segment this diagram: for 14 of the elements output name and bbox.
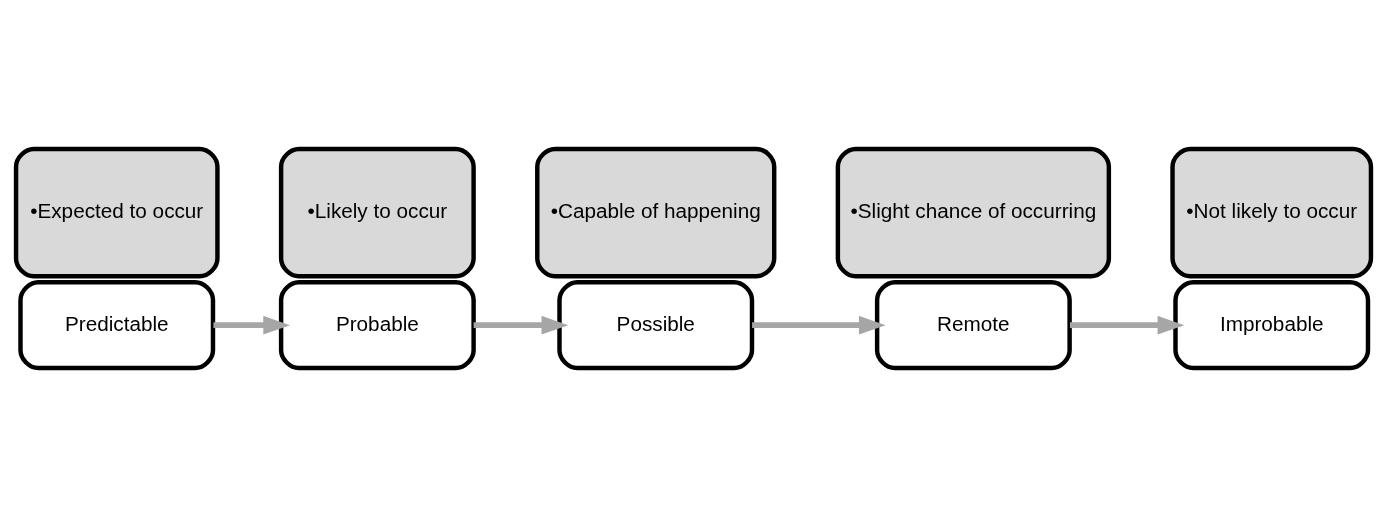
node-box: •Capable of happening: [535, 146, 777, 279]
node-box: Probable: [278, 279, 476, 371]
arrow: [1069, 315, 1185, 335]
arrow: [752, 315, 886, 335]
node-box: Possible: [557, 279, 755, 371]
node-box: •Slight chance of occurring: [835, 146, 1112, 279]
node-box: Remote: [874, 279, 1072, 371]
arrow: [473, 315, 569, 335]
node-box: Improbable: [1173, 279, 1371, 371]
node-box: •Likely to occur: [278, 146, 476, 279]
node-box: Predictable: [18, 279, 216, 371]
node-box: •Expected to occur: [13, 146, 220, 279]
arrow: [213, 315, 290, 335]
node-box: •Not likely to occur: [1170, 146, 1374, 279]
